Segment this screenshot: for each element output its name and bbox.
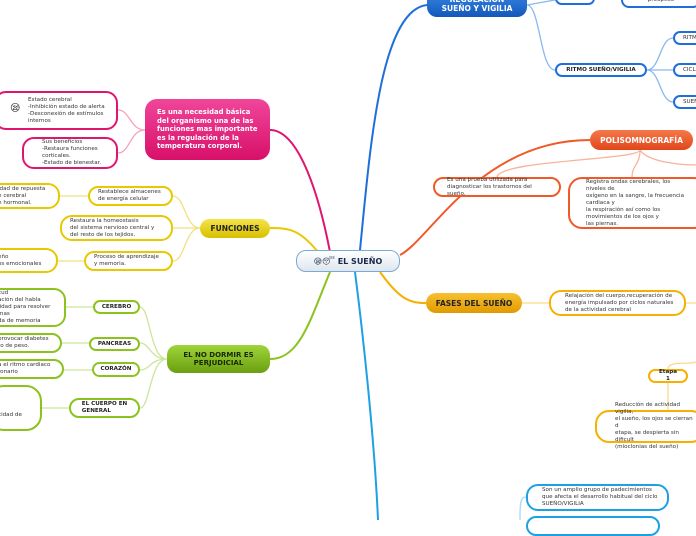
fases-node[interactable]: FASES DEL SUEÑO	[426, 293, 522, 313]
brain-state-text: Estado cerebral -Inhibición estado de al…	[28, 96, 105, 124]
funcion-item[interactable]: Restablece almacenes de energía celular	[88, 186, 173, 206]
regulacion-small-node[interactable]	[555, 0, 595, 5]
no-dormir-node[interactable]: EL NO DORMIR ES PERJUDICIAL	[167, 345, 270, 373]
organ-cuerpo[interactable]: EL CUERPO EN GENERAL	[69, 398, 140, 418]
preoptico-node[interactable]: preóptico	[621, 0, 696, 8]
organ-cerebro[interactable]: CEREBRO	[93, 300, 140, 314]
funcion-leaf[interactable]: eño os emocionales	[0, 248, 58, 273]
brain-state-node[interactable]: 😪 Estado cerebral -Inhibición estado de a…	[0, 91, 118, 130]
organ-leaf[interactable]: a el ritmo cardiaco ronario	[0, 359, 64, 379]
organ-pancreas[interactable]: PANCREAS	[89, 337, 140, 351]
center-label: EL SUEÑO	[337, 256, 383, 266]
funcion-item[interactable]: Proceso de aprendizaje y memoria.	[84, 251, 173, 271]
polisomnografia-item[interactable]: Registra ondas cerebrales, los niveles d…	[568, 177, 696, 229]
funcion-leaf[interactable]: idad de repuesta n cerebral n hormonal.	[0, 183, 60, 209]
organ-leaf[interactable]: cud ación del habla lidad para resolver …	[0, 288, 66, 327]
ritmo-node[interactable]: RITMO SUEÑO/VIGILIA	[555, 63, 647, 77]
yawning-face-icon: 😪	[313, 256, 323, 266]
organ-corazon[interactable]: CORAZÓN	[92, 362, 140, 377]
polisomnografia-item[interactable]: Es una prueba utilizada para diagnostica…	[433, 177, 561, 197]
funcion-item[interactable]: Restaura la homeostasis del sistema nerv…	[60, 215, 173, 241]
funciones-node[interactable]: FUNCIONES	[200, 219, 270, 238]
sleeping-face-icon: 😴	[322, 256, 335, 266]
organ-leaf[interactable]: . cidad de	[0, 385, 42, 431]
organ-leaf[interactable]: provocar diabetes to de peso.	[0, 333, 62, 353]
benefits-node[interactable]: Sus beneficios -Restaura funciones corti…	[22, 137, 118, 169]
trastornos-item[interactable]: Son un amplio grupo de padecimientos que…	[526, 484, 669, 511]
ritmo-child[interactable]: RITM	[673, 31, 696, 45]
definition-node[interactable]: Es una necesidad básica del organismo un…	[145, 99, 270, 160]
trastornos-item[interactable]	[526, 516, 660, 536]
ritmo-child[interactable]: SUEÑ	[673, 95, 696, 109]
etapa-1-item[interactable]: Reducción de actividad vigilia, el sueño…	[595, 402, 696, 450]
center-node[interactable]: 😪😴 EL SUEÑO	[296, 250, 400, 272]
regulacion-node[interactable]: REGULACIÓN SUEÑO Y VIGILIA	[427, 0, 527, 17]
etapa-1-node[interactable]: Etapa 1	[648, 369, 688, 383]
ritmo-child[interactable]: CICL	[673, 63, 696, 77]
polisomnografia-node[interactable]: POLISOMNOGRAFÍA	[590, 130, 693, 150]
yawning-face-icon: 😪	[10, 103, 21, 114]
fases-item[interactable]: Relajación del cuerpo,recuperación de en…	[549, 290, 686, 316]
